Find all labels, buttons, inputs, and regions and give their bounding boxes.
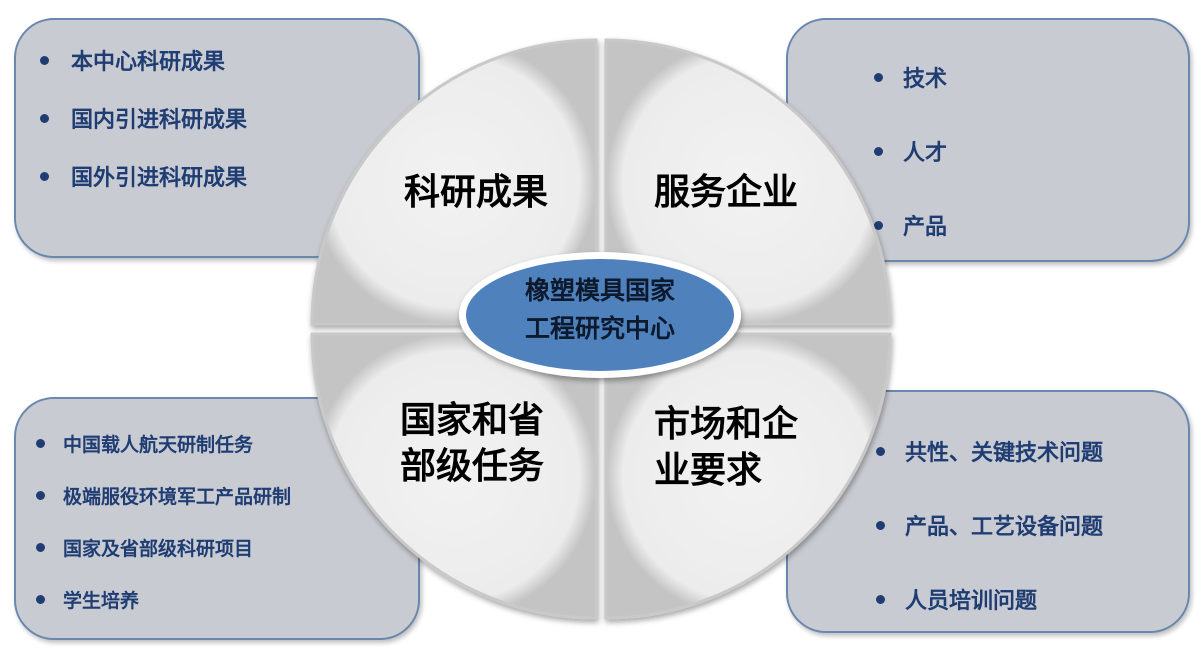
quadrant-bottom-right xyxy=(604,332,892,620)
bullet-icon xyxy=(40,113,49,123)
list-item: 中国载人航天研制任务 xyxy=(36,417,291,469)
quadrant-top-right xyxy=(604,38,892,326)
quadrant-label-service: 服务企业 xyxy=(654,172,799,213)
center-line: 工程研究中心 xyxy=(524,314,675,343)
bullet-icon xyxy=(876,446,885,456)
label-line: 国家和省 xyxy=(400,400,545,441)
center-title: 橡塑模具国家 工程研究中心 xyxy=(460,272,740,348)
center-line: 橡塑模具国家 xyxy=(524,276,675,305)
item-text: 人才 xyxy=(903,141,948,166)
label-line: 市场和企 xyxy=(654,404,799,445)
quadrant-bottom-left xyxy=(310,332,598,620)
item-text: 产品 xyxy=(903,215,948,240)
quadrant-top-left xyxy=(310,38,598,326)
list-item: 国外引进科研成果 xyxy=(40,140,247,212)
item-text: 产品、工艺设备问题 xyxy=(905,515,1104,540)
quadrant-label-outcomes: 科研成果 xyxy=(404,172,549,213)
quadrant-label-market: 市场和企 业要求 xyxy=(654,402,798,494)
item-text: 本中心科研成果 xyxy=(71,50,226,75)
bullet-icon xyxy=(36,490,45,500)
bullet-icon xyxy=(874,146,883,156)
list-item: 共性、关键技术问题 xyxy=(876,414,1103,488)
item-text: 国家及省部级科研项目 xyxy=(63,537,254,560)
bullet-icon xyxy=(40,171,49,181)
item-text: 学生培养 xyxy=(63,589,140,612)
item-text: 国内引进科研成果 xyxy=(71,108,248,133)
service-box: 技术 人才 产品 xyxy=(786,18,1190,262)
bullet-icon xyxy=(876,594,885,604)
list-item: 本中心科研成果 xyxy=(40,24,247,96)
list-item: 人才 xyxy=(874,114,947,188)
list-item: 产品、工艺设备问题 xyxy=(876,488,1103,562)
item-text: 共性、关键技术问题 xyxy=(905,441,1104,466)
bullet-icon xyxy=(36,594,45,604)
bullet-icon xyxy=(876,520,885,530)
list-item: 学生培养 xyxy=(36,573,291,625)
list-item: 人员培训问题 xyxy=(876,562,1103,636)
list-item: 技术 xyxy=(874,40,947,114)
item-text: 中国载人航天研制任务 xyxy=(63,433,254,456)
bullet-icon xyxy=(874,220,883,230)
bullet-icon xyxy=(874,72,883,82)
item-text: 极端服役环境军工产品研制 xyxy=(63,485,292,508)
bullet-icon xyxy=(40,55,49,65)
quadrant-label-tasks: 国家和省 部级任务 xyxy=(400,398,544,490)
outcomes-box: 本中心科研成果 国内引进科研成果 国外引进科研成果 xyxy=(14,18,420,258)
list-item: 国内引进科研成果 xyxy=(40,82,247,154)
list-item: 产品 xyxy=(874,188,947,262)
bullet-icon xyxy=(36,542,45,552)
label-line: 部级任务 xyxy=(400,446,545,487)
list-item: 极端服役环境军工产品研制 xyxy=(36,469,291,521)
item-text: 人员培训问题 xyxy=(905,589,1038,614)
item-text: 技术 xyxy=(903,67,948,92)
bullet-icon xyxy=(36,438,45,448)
item-text: 国外引进科研成果 xyxy=(71,166,248,191)
label-line: 业要求 xyxy=(654,450,763,491)
list-item: 国家及省部级科研项目 xyxy=(36,521,291,573)
